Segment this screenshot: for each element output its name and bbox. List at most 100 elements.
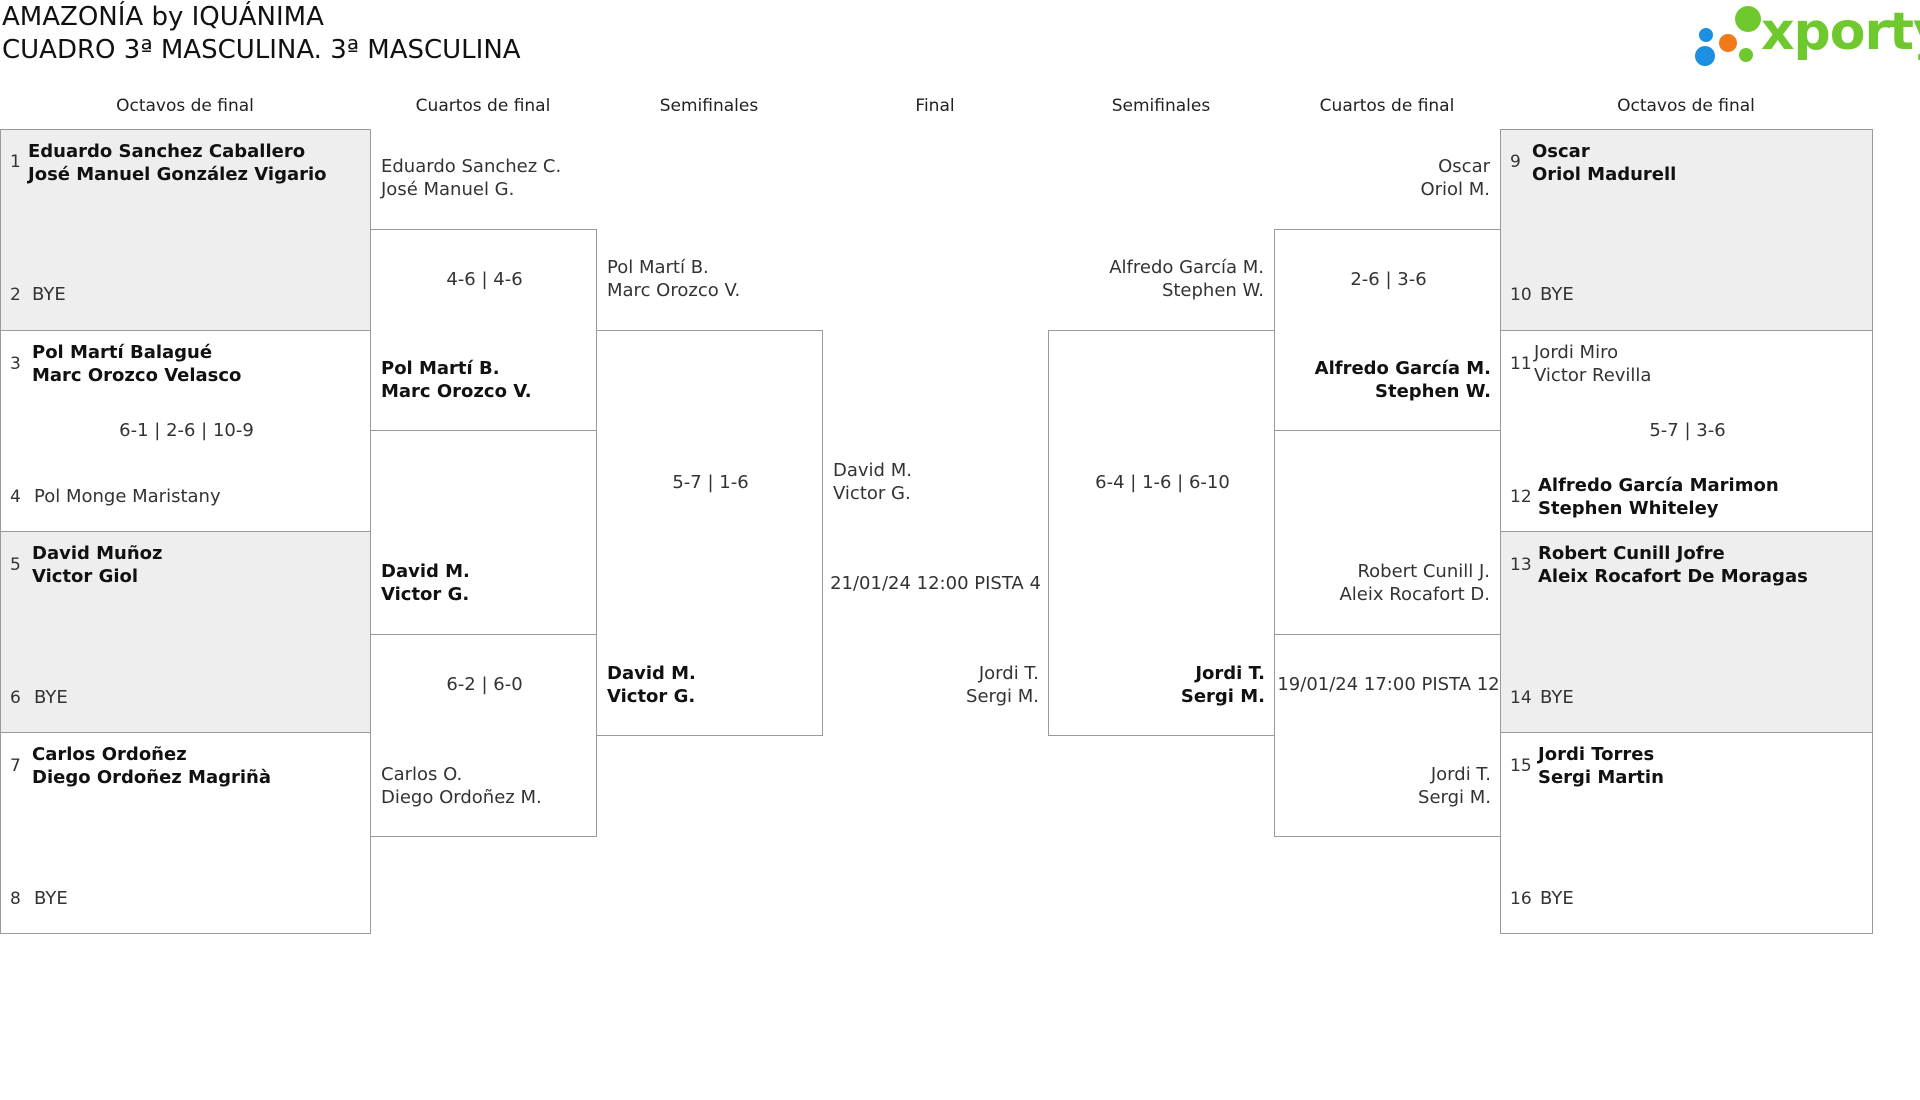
r16-left-match-4[interactable]: 7 Carlos Ordoñez Diego Ordoñez Magriñà 8…: [0, 732, 371, 934]
seed: 13: [1510, 555, 1532, 575]
player-name: Stephen Whiteley: [1538, 498, 1719, 519]
match-score: 6-1 | 2-6 | 10-9: [119, 420, 254, 441]
player-name: Diego Ordoñez M.: [381, 787, 542, 808]
header-left-semis: Semifinales: [659, 96, 759, 116]
player-name: Carlos Ordoñez: [32, 744, 187, 765]
sf-right-match[interactable]: 6-4 | 1-6 | 6-10 Jordi T. Sergi M.: [1048, 330, 1275, 736]
header-final: Final: [915, 96, 955, 116]
player-name: David M.: [607, 663, 696, 684]
r16-right-match-1[interactable]: 9 Oscar Oriol Madurell 10 BYE: [1500, 129, 1873, 331]
player-name: Jordi Miro: [1534, 342, 1619, 363]
sf-left-top: Marc Orozco V.: [607, 280, 741, 301]
header-left-cuartos: Cuartos de final: [415, 96, 551, 116]
player-name: Alfredo García M.: [1314, 358, 1491, 379]
match-score: 4-6 | 4-6: [446, 269, 523, 290]
seed: 10: [1510, 285, 1532, 305]
player-name: Sergi M.: [1418, 787, 1491, 808]
match-score: 6-2 | 6-0: [446, 674, 523, 695]
qf-right-match-1[interactable]: 2-6 | 3-6 Alfredo García M. Stephen W.: [1274, 229, 1501, 431]
seed: 16: [1510, 889, 1532, 909]
seed: 7: [10, 756, 21, 776]
qf-left-match-1[interactable]: 4-6 | 4-6 Pol Martí B. Marc Orozco V.: [370, 229, 597, 431]
r16-right-match-3[interactable]: 13 Robert Cunill Jofre Aleix Rocafort De…: [1500, 531, 1873, 733]
player-name: Pol Martí B.: [381, 358, 500, 379]
player-name: Diego Ordoñez Magriñà: [32, 767, 271, 788]
logo-dot-orange: [1719, 34, 1737, 52]
player-name: BYE: [1540, 687, 1574, 708]
player-name: Pol Monge Maristany: [34, 486, 221, 507]
xporty-logo: xporty: [1695, 2, 1920, 70]
player-name: BYE: [34, 687, 68, 708]
player-name: Stephen W.: [1375, 381, 1491, 402]
seed: 14: [1510, 688, 1532, 708]
final-top: David M.: [833, 460, 912, 481]
r16-right-match-2[interactable]: 11 Jordi Miro Victor Revilla 5-7 | 3-6 1…: [1500, 330, 1873, 532]
sf-right-top: Alfredo García M.: [1109, 257, 1264, 278]
qf-left-2-top: Victor G.: [381, 584, 470, 605]
player-name: Sergi Martin: [1538, 767, 1664, 788]
match-score: 5-7 | 1-6: [672, 472, 749, 493]
player-name: BYE: [1540, 888, 1574, 909]
header-right-octavos: Octavos de final: [1617, 96, 1755, 116]
logo-dot-green-small: [1739, 48, 1753, 62]
qf-right-1-top: Oriol M.: [1420, 179, 1490, 200]
r16-left-match-1[interactable]: 1 Eduardo Sanchez Caballero José Manuel …: [0, 129, 371, 331]
qf-left-match-2[interactable]: 6-2 | 6-0 Carlos O. Diego Ordoñez M.: [370, 634, 597, 837]
player-name: Oscar: [1532, 141, 1590, 162]
qf-left-1-top: José Manuel G.: [381, 179, 515, 200]
qf-left-2-top: David M.: [381, 561, 470, 582]
qf-right-2-top: Aleix Rocafort D.: [1339, 584, 1490, 605]
logo-dot-blue: [1695, 46, 1715, 66]
draw-title: CUADRO 3ª MASCULINA. 3ª MASCULINA: [2, 35, 521, 65]
player-name: Sergi M.: [1180, 686, 1265, 707]
seed: 3: [10, 354, 21, 374]
match-schedule: 19/01/24 17:00 PISTA 12: [1277, 674, 1500, 695]
logo-dot-green: [1735, 6, 1761, 32]
player-name: Victor Giol: [32, 566, 139, 587]
player-name: Marc Orozco V.: [381, 381, 532, 402]
player-name: José Manuel González Vigario: [28, 164, 327, 185]
header-right-semis: Semifinales: [1111, 96, 1211, 116]
r16-left-match-3[interactable]: 5 David Muñoz Victor Giol 6 BYE: [0, 531, 371, 733]
sf-right-top: Stephen W.: [1161, 280, 1264, 301]
seed: 2: [10, 285, 21, 305]
player-name: Carlos O.: [381, 764, 463, 785]
sf-left-match[interactable]: 5-7 | 1-6 David M. Victor G.: [596, 330, 823, 736]
match-score: 6-4 | 1-6 | 6-10: [1095, 472, 1230, 493]
player-name: Jordi T.: [1195, 663, 1265, 684]
seed: 6: [10, 688, 21, 708]
qf-left-1-top: Eduardo Sanchez C.: [381, 156, 562, 177]
player-name: Jordi Torres: [1538, 744, 1655, 765]
seed: 11: [1510, 354, 1532, 374]
qf-right-match-2[interactable]: 19/01/24 17:00 PISTA 12 Jordi T. Sergi M…: [1274, 634, 1501, 837]
player-name: BYE: [32, 284, 66, 305]
r16-left-match-2[interactable]: 3 Pol Martí Balagué Marc Orozco Velasco …: [0, 330, 371, 532]
qf-right-1-top: Oscar: [1438, 156, 1490, 177]
final-bottom: Jordi T.: [978, 663, 1039, 684]
player-name: Oriol Madurell: [1532, 164, 1677, 185]
final-schedule: 21/01/24 12:00 PISTA 4: [830, 573, 1041, 594]
final-top: Victor G.: [833, 483, 911, 504]
match-score: 5-7 | 3-6: [1649, 420, 1726, 441]
logo-text: xporty: [1761, 2, 1920, 62]
player-name: Eduardo Sanchez Caballero: [28, 141, 306, 162]
seed: 12: [1510, 487, 1532, 507]
player-name: Victor G.: [607, 686, 696, 707]
player-name: David Muñoz: [32, 543, 163, 564]
seed: 9: [1510, 152, 1521, 172]
seed: 8: [10, 889, 21, 909]
player-name: Pol Martí Balagué: [32, 342, 213, 363]
player-name: Aleix Rocafort De Moragas: [1538, 566, 1808, 587]
player-name: Marc Orozco Velasco: [32, 365, 242, 386]
player-name: Alfredo García Marimon: [1538, 475, 1779, 496]
player-name: BYE: [34, 888, 68, 909]
header-right-cuartos: Cuartos de final: [1319, 96, 1455, 116]
seed: 4: [10, 487, 21, 507]
player-name: Robert Cunill Jofre: [1538, 543, 1725, 564]
match-score: 2-6 | 3-6: [1350, 269, 1427, 290]
tournament-title: AMAZONÍA by IQUÁNIMA: [2, 2, 324, 32]
r16-right-match-4[interactable]: 15 Jordi Torres Sergi Martin 16 BYE: [1500, 732, 1873, 934]
header-left-octavos: Octavos de final: [116, 96, 254, 116]
sf-left-top: Pol Martí B.: [607, 257, 709, 278]
seed: 5: [10, 555, 21, 575]
